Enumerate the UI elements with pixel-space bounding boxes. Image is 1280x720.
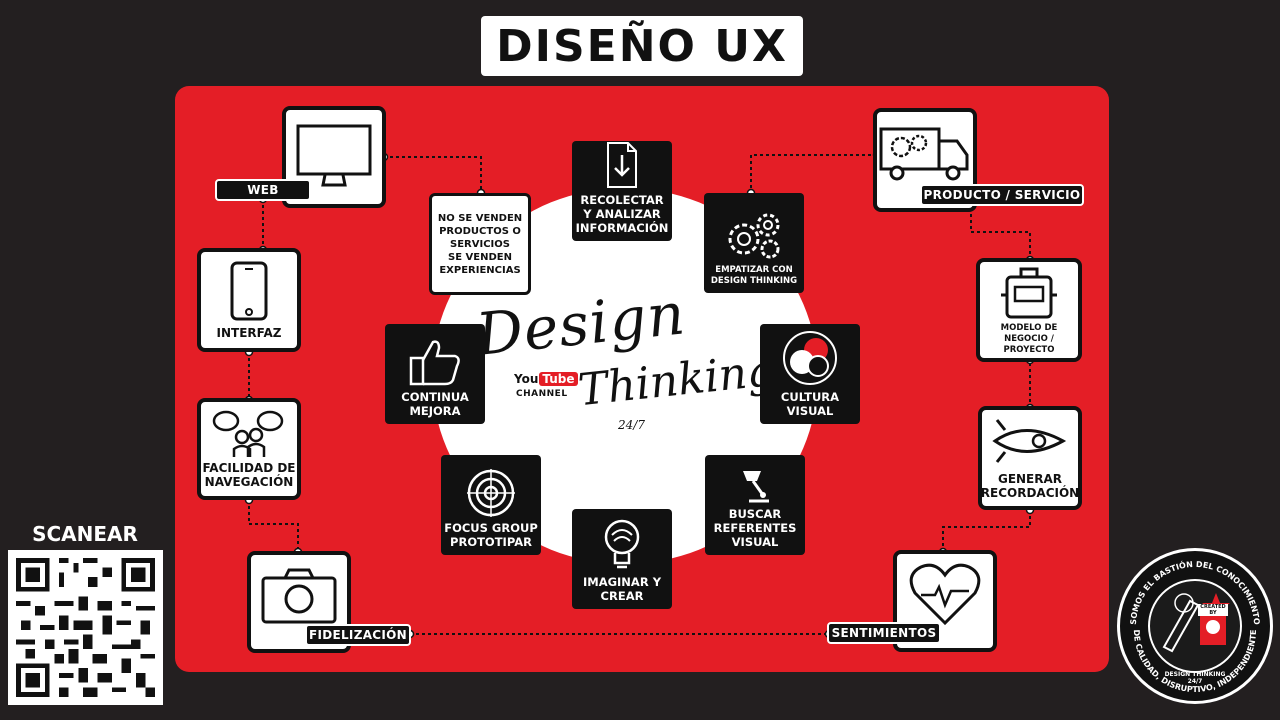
backpack-icon <box>1001 267 1057 318</box>
tag-sentimientos: SENTIMIENTOS <box>827 622 941 644</box>
smartphone-icon <box>230 261 268 321</box>
step-buscar-label: BUSCAR REFERENTES VISUAL <box>713 507 797 549</box>
badge-inner: CREATED BY <box>1148 579 1242 673</box>
badge-created-by: CREATED BY <box>1198 604 1228 616</box>
target-icon <box>467 469 515 517</box>
gears-icon <box>728 213 780 259</box>
scan-label: SCANEAR <box>32 522 138 546</box>
pencil-brain-icon <box>1162 593 1230 653</box>
youtube-channel: CHANNEL <box>516 389 568 399</box>
tag-fidelizacion: FIDELIZACIÓN <box>305 624 411 646</box>
step-imaginar: IMAGINAR Y CREAR <box>572 509 672 609</box>
experience-box: NO SE VENDEN PRODUCTOS O SERVICIOS SE VE… <box>429 193 531 295</box>
experience-text: NO SE VENDEN PRODUCTOS O SERVICIOS SE VE… <box>437 212 523 276</box>
youtube-you: You <box>514 372 539 386</box>
step-empatizar-label: EMPATIZAR CON DESIGN THINKING <box>710 265 798 286</box>
step-focus-label: FOCUS GROUP PROTOTIPAR <box>444 521 538 549</box>
step-cultura-label: CULTURA VISUAL <box>780 390 840 418</box>
step-imaginar-label: IMAGINAR Y CREAR <box>582 575 662 603</box>
design-thinking-badge: SOMOS EL BASTIÓN DEL CONOCIMIENTO DE CAL… <box>1117 548 1273 704</box>
tag-producto: PRODUCTO / SERVICIO <box>920 184 1084 206</box>
thumbs-up-icon <box>409 340 460 386</box>
node-generar: GENERAR RECORDACIÓN <box>978 406 1082 510</box>
heart-pulse-icon <box>909 563 981 626</box>
youtube-logo: You Tube <box>514 372 578 386</box>
logo-247-text: 24/7 <box>618 418 645 432</box>
youtube-tube: Tube <box>539 372 578 386</box>
step-continua: CONTINUA MEJORA <box>385 324 485 424</box>
node-modelo: MODELO DE NEGOCIO / PROYECTO <box>976 258 1082 362</box>
step-continua-label: CONTINUA MEJORA <box>401 390 469 418</box>
bulb-brain-icon <box>604 519 640 569</box>
step-empatizar: EMPATIZAR CON DESIGN THINKING <box>704 193 804 293</box>
step-focus: FOCUS GROUP PROTOTIPAR <box>441 455 541 555</box>
page-title: DISEÑO UX <box>496 20 788 72</box>
download-document-icon <box>607 142 637 188</box>
qr-code[interactable] <box>8 550 163 705</box>
node-interfaz-label: INTERFAZ <box>216 326 282 340</box>
node-facilidad: FACILIDAD DE NAVEGACIÓN <box>197 398 301 500</box>
step-recolectar: RECOLECTAR Y ANALIZAR INFORMACIÓN <box>572 141 672 241</box>
badge-inner-label: DESIGN THINKING 24/7 <box>1164 671 1226 685</box>
conversation-icon <box>212 410 284 457</box>
tag-web: WEB <box>215 179 311 201</box>
delivery-truck-icon <box>879 127 969 181</box>
monitor-icon <box>296 124 372 187</box>
rocket-icon <box>992 419 1067 463</box>
desk-lamp-icon <box>743 471 769 503</box>
camera-icon <box>261 568 337 624</box>
step-buscar: BUSCAR REFERENTES VISUAL <box>705 455 805 555</box>
title-box: DISEÑO UX <box>481 16 803 76</box>
step-recolectar-label: RECOLECTAR Y ANALIZAR INFORMACIÓN <box>575 193 669 235</box>
node-generar-label: GENERAR RECORDACIÓN <box>980 472 1080 500</box>
node-interfaz: INTERFAZ <box>197 248 301 352</box>
qr-code-icon <box>16 558 155 697</box>
step-cultura: CULTURA VISUAL <box>760 324 860 424</box>
color-circles-icon <box>783 331 837 385</box>
node-modelo-label: MODELO DE NEGOCIO / PROYECTO <box>1000 322 1058 355</box>
node-facilidad-label: FACILIDAD DE NAVEGACIÓN <box>202 461 296 489</box>
